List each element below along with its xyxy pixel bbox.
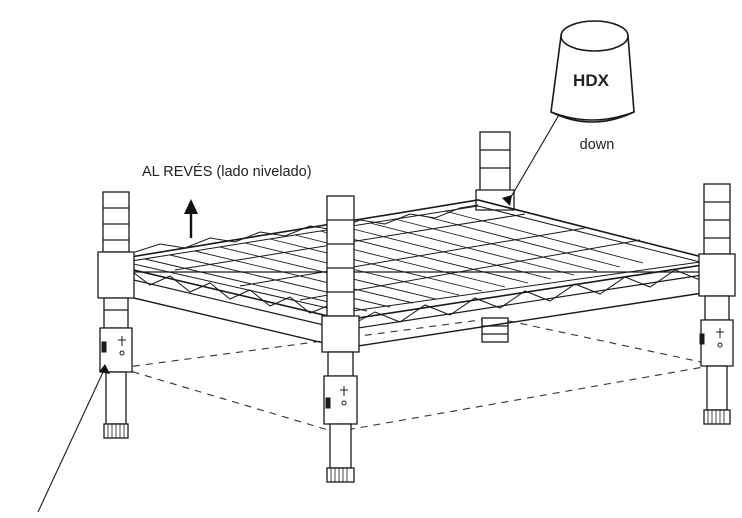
callout-leaders <box>37 107 564 513</box>
right-post-level-marks <box>699 328 724 348</box>
left-post <box>97 191 135 439</box>
floor-outline-dashed <box>119 317 716 433</box>
front-post-level-marks <box>325 386 348 409</box>
sleeve-callout-arrowhead <box>502 195 512 206</box>
sleeve-direction-label: down <box>580 137 615 153</box>
right-post <box>698 183 736 425</box>
sleeve-brand-label: HDX <box>573 71 610 90</box>
back-post <box>475 131 515 343</box>
orientation-note: AL REVÉS (lado nivelado) <box>142 163 312 180</box>
left-post-level-marks <box>101 336 126 356</box>
front-post <box>321 195 360 483</box>
wire-shelf <box>99 199 723 349</box>
up-arrow-icon <box>184 199 198 238</box>
left-callout-arrowhead <box>99 364 110 374</box>
plastic-sleeve <box>550 20 635 123</box>
